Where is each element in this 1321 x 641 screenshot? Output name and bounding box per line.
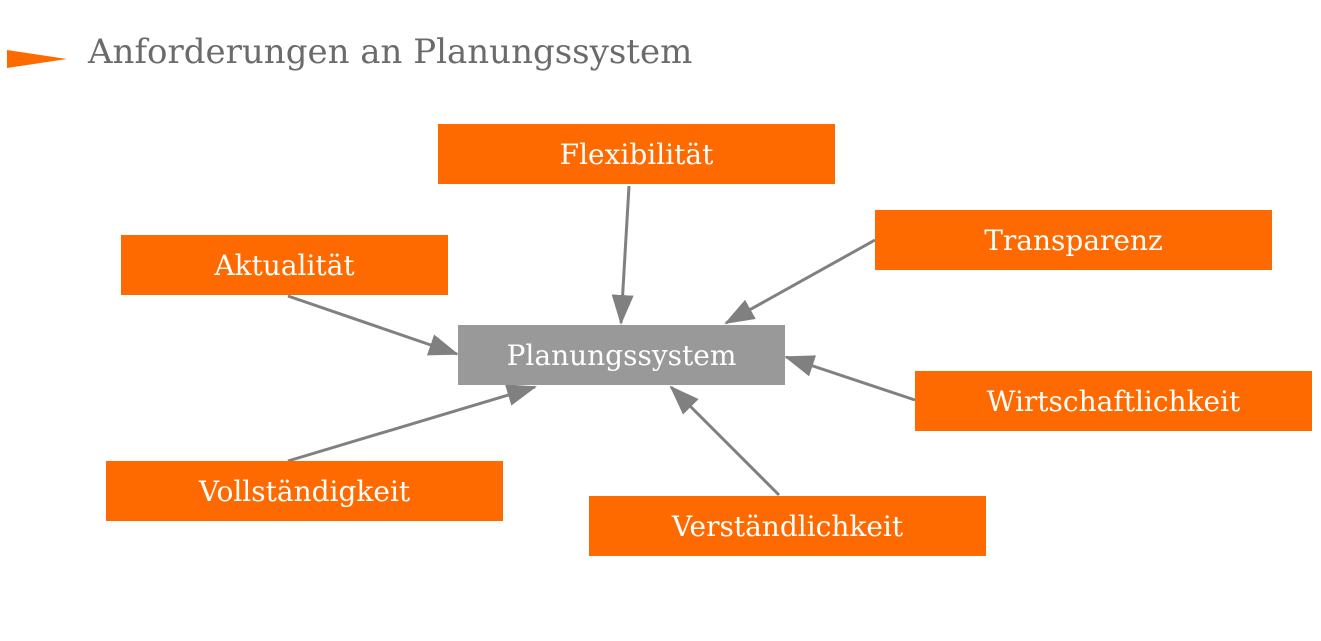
arrow-aktualitaet [287, 294, 459, 356]
requirement-node-verstaendlichkeit: Verständlichkeit [589, 496, 986, 556]
requirement-node-transparenz: Transparenz [875, 210, 1272, 270]
requirement-node-vollstaendigkeit: Vollständigkeit [106, 461, 503, 521]
requirement-node-aktualitaet: Aktualität [121, 235, 448, 295]
arrow-verstaendlichkeit [669, 385, 781, 497]
arrow-wirtschaftlichkeit [784, 355, 916, 402]
requirement-node-wirtschaftlichkeit: Wirtschaftlichkeit [915, 371, 1312, 431]
arrow-flexibilitaet [611, 185, 634, 325]
arrow-transparenz [724, 238, 876, 325]
bullet-triangle-icon [7, 50, 67, 68]
arrow-vollstaendigkeit [287, 384, 537, 463]
requirement-node-flexibilitaet: Flexibilität [438, 124, 835, 184]
center-node-planungssystem: Planungssystem [458, 325, 785, 385]
slide-title: Anforderungen an Planungssystem [88, 32, 693, 72]
